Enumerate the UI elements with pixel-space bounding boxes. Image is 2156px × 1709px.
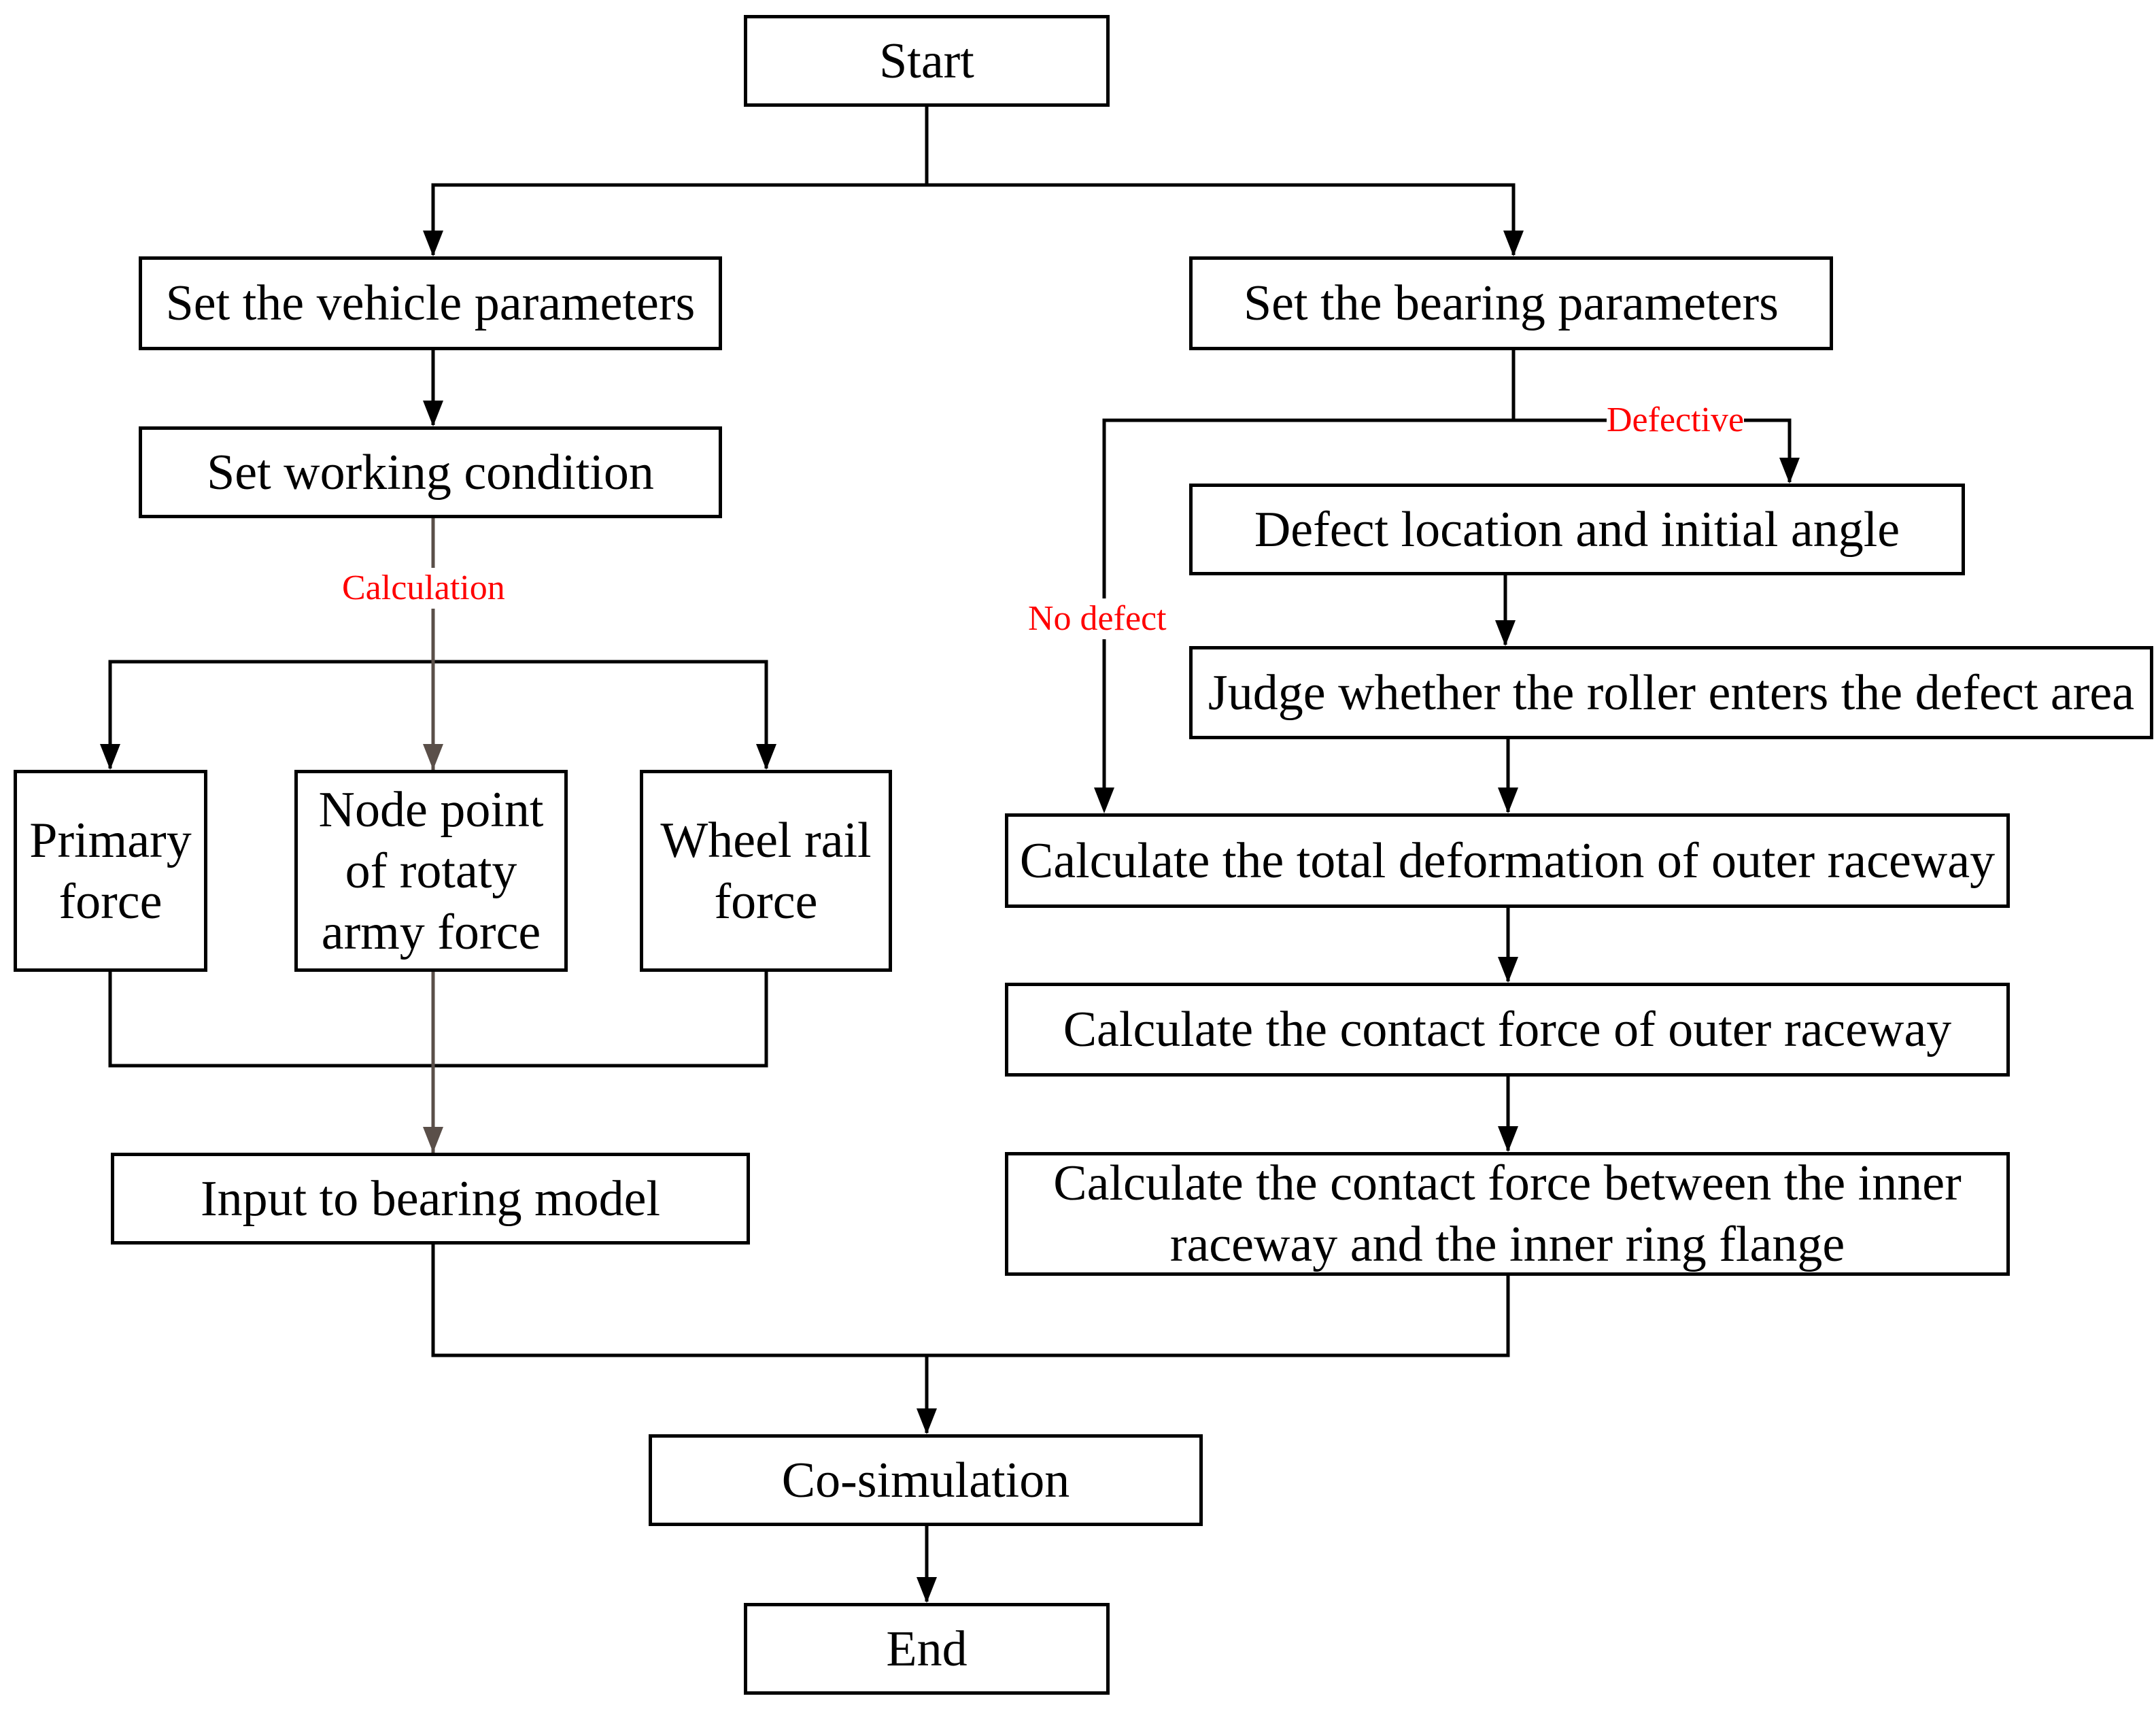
input-bearing-model-node: Input to bearing model [111, 1153, 750, 1245]
start-node: Start [744, 15, 1110, 107]
total-deformation-node: Calculate the total deformation of outer… [1005, 813, 2010, 908]
end-node: End [744, 1603, 1110, 1695]
arrowhead-input [423, 1127, 443, 1153]
calculation-label: Calculation [342, 568, 505, 609]
no-defect-label: No defect [1028, 598, 1167, 639]
bearing-parameters-node: Set the bearing parameters [1189, 256, 1833, 350]
edge-merge-to-cosim [431, 1245, 1510, 1357]
arrowhead-nodefect [1094, 788, 1114, 813]
judge-roller-node: Judge whether the roller enters the defe… [1189, 646, 2153, 739]
defective-label: Defective [1607, 400, 1745, 441]
arrowhead-bearing [1503, 231, 1524, 256]
arrowhead-nodepoint [423, 744, 443, 770]
arrowhead-primary [100, 744, 120, 770]
contact-force-inner-node: Calculate the contact force between the … [1005, 1152, 2010, 1276]
arrowhead-vehicle [423, 231, 443, 256]
arrowhead-contactouter [1498, 957, 1518, 983]
arrowhead-totaldef [1498, 788, 1518, 813]
arrowhead-contactinner [1498, 1126, 1518, 1152]
co-simulation-node: Co-simulation [649, 1434, 1203, 1526]
arrowhead-cosim [917, 1408, 937, 1434]
node-point-force-node: Node point of rotaty army force [294, 770, 568, 972]
contact-force-outer-node: Calculate the contact force of outer rac… [1005, 983, 2010, 1077]
edge-start-split [431, 107, 929, 255]
edge-calc-fork-left [108, 660, 433, 768]
edge-bearing-fork [1102, 349, 1516, 809]
edge-calc-fork-right [433, 660, 768, 768]
arrowhead-working [423, 401, 443, 426]
arrowhead-end [917, 1577, 937, 1603]
arrowhead-judge [1495, 620, 1516, 646]
arrowhead-wheelrail [756, 744, 776, 770]
edge-forces-join [108, 972, 768, 1068]
edge-start-to-bearing [927, 183, 1516, 255]
defect-location-node: Defect location and initial angle [1189, 484, 1965, 575]
vehicle-parameters-node: Set the vehicle parameters [139, 256, 722, 350]
working-condition-node: Set working condition [139, 426, 722, 518]
arrowhead-defectloc [1779, 458, 1800, 484]
wheel-rail-force-node: Wheel rail force [640, 770, 892, 972]
primary-force-node: Primary force [14, 770, 207, 972]
